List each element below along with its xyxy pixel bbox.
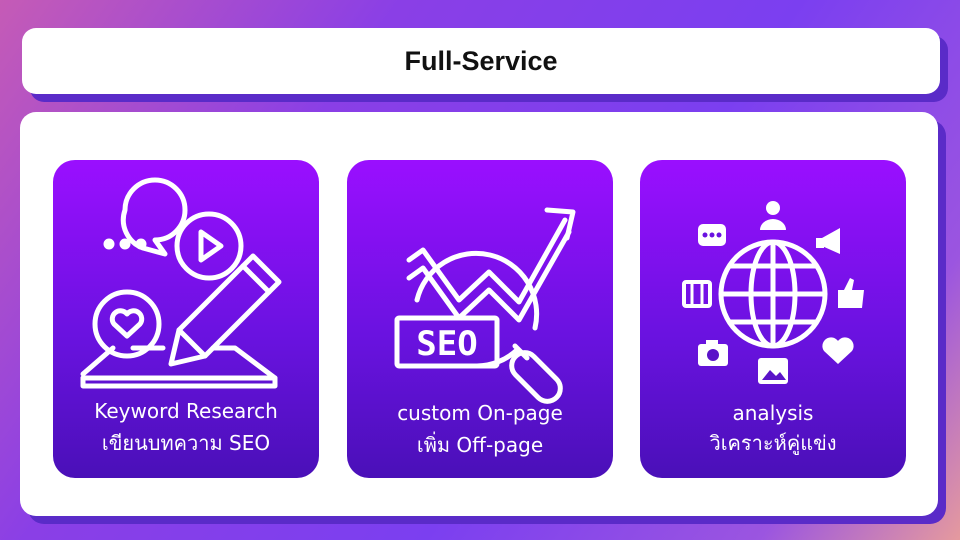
card-caption-line1: custom On-page <box>397 401 563 425</box>
seo-magnifier-icon: SEO <box>394 207 576 404</box>
title-bar: Full-Service <box>22 28 940 94</box>
svg-text:SEO: SEO <box>416 324 477 364</box>
card-caption-line1: Keyword Research <box>94 399 278 423</box>
page-title: Full-Service <box>404 45 558 76</box>
card-caption-line2: เขียนบทความ SEO <box>101 431 271 455</box>
card-caption-line1: analysis <box>732 401 814 425</box>
card-caption-line2: เพิ่ม Off-page <box>416 433 544 457</box>
card-caption-line2: วิเคราะห์คู่แข่ง <box>709 431 837 455</box>
social-globe-icon <box>682 201 864 384</box>
keyword-writing-icon <box>80 177 282 389</box>
service-card-analysis: analysis วิเคราะห์คู่แข่ง <box>640 160 906 478</box>
service-card-keyword: Keyword Research เขียนบทความ SEO <box>53 160 319 478</box>
service-card-onpage: SEO custom On-page เพิ่ม Off-page <box>347 160 613 478</box>
